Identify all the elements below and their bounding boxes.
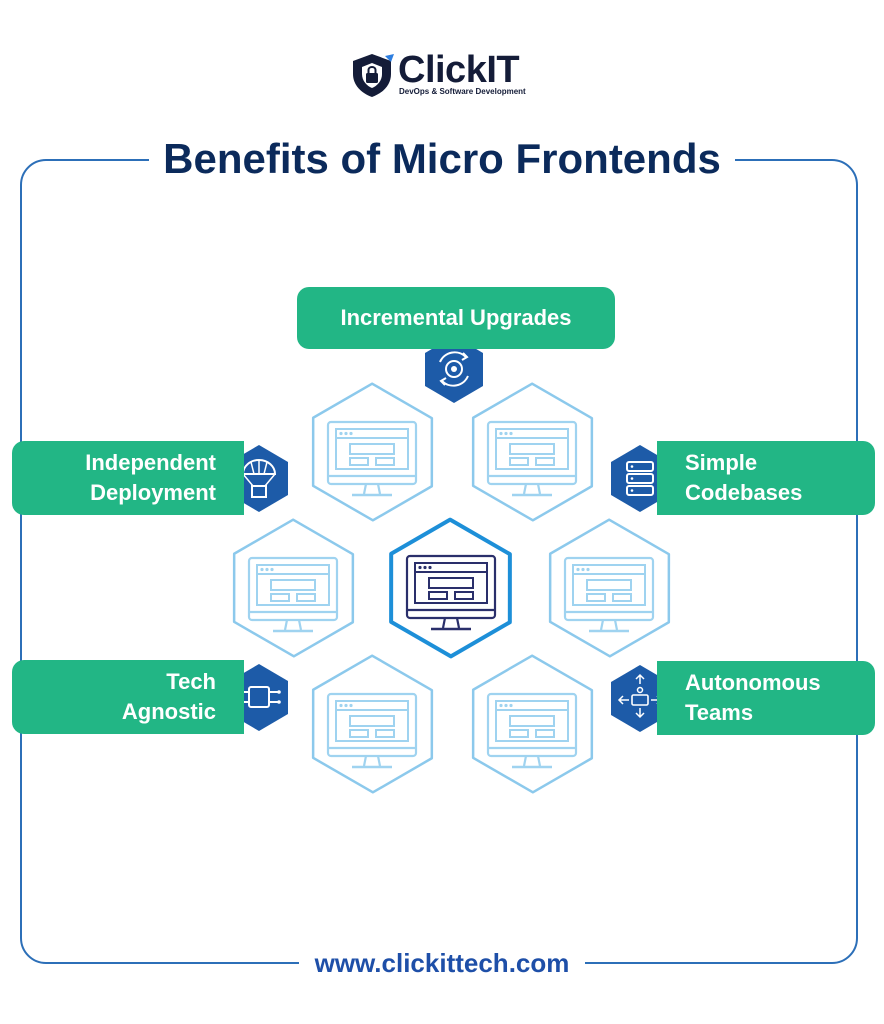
brand-logo: ClickIT DevOps & Software Development	[350, 50, 540, 100]
benefit-tech-agnostic: Tech Agnostic	[12, 660, 244, 734]
benefit-autonomous-teams: Autonomous Teams	[657, 661, 875, 735]
brand-name: ClickIT	[398, 49, 520, 91]
hex-tile	[232, 518, 355, 658]
shield-lock-icon	[353, 54, 394, 97]
hex-tile	[471, 654, 594, 794]
hex-tile	[471, 382, 594, 522]
benefit-label: Incremental Upgrades	[340, 305, 572, 330]
hex-tile	[311, 382, 434, 522]
brand-tagline: DevOps & Software Development	[399, 87, 526, 96]
benefit-incremental-upgrades: Incremental Upgrades	[297, 287, 615, 349]
benefit-independent-deployment: Independent Deployment	[12, 441, 244, 515]
parachute-box-icon	[230, 445, 288, 512]
hex-tile	[311, 654, 434, 794]
team-arrows-icon	[611, 665, 669, 732]
server-stack-icon	[611, 445, 669, 512]
benefit-simple-codebases: Simple Codebases	[657, 441, 875, 515]
gear-refresh-icon	[425, 336, 483, 403]
benefit-label: Independent Deployment	[85, 450, 216, 505]
benefit-label: Simple Codebases	[685, 450, 803, 505]
benefit-label: Tech Agnostic	[121, 669, 216, 724]
footer-url[interactable]: www.clickittech.com	[0, 943, 884, 983]
page-title: Benefits of Micro Frontends	[0, 132, 884, 186]
hex-tile	[548, 518, 671, 658]
benefit-label: Autonomous Teams	[685, 670, 821, 725]
